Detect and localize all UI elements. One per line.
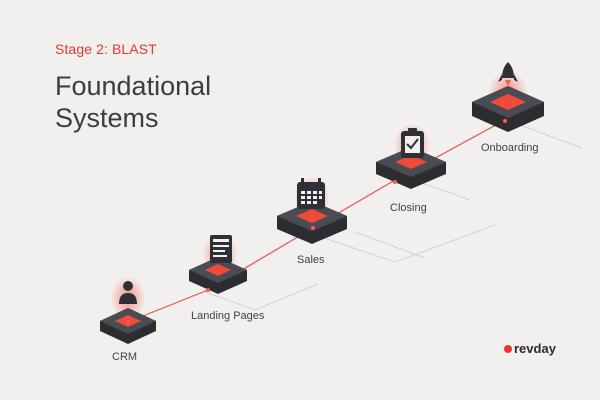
guide-line-3 bbox=[354, 231, 426, 259]
node-closing bbox=[376, 123, 446, 189]
calendar-icon bbox=[297, 178, 325, 209]
stage-label: Stage 2: BLAST bbox=[55, 41, 157, 57]
node-label-closing: Closing bbox=[390, 202, 427, 214]
node-dot bbox=[503, 119, 507, 123]
rocket-icon bbox=[498, 62, 518, 86]
guide-line-5 bbox=[511, 121, 583, 149]
node-dot bbox=[126, 320, 130, 324]
title-line-2: Systems bbox=[55, 103, 159, 133]
node-label-onboarding: Onboarding bbox=[481, 142, 539, 154]
node-landing-pages bbox=[189, 233, 247, 294]
node-label-sales: Sales bbox=[297, 254, 325, 266]
guide-line-1 bbox=[204, 283, 319, 311]
person-icon bbox=[119, 281, 137, 304]
node-label-crm: CRM bbox=[112, 351, 138, 363]
guide-lines bbox=[204, 121, 583, 311]
node-label-landing-pages: Landing Pages bbox=[191, 310, 265, 322]
node-dot bbox=[393, 180, 397, 184]
document-icon bbox=[210, 235, 232, 263]
platform bbox=[277, 201, 347, 244]
node-dot bbox=[206, 288, 210, 292]
title-line-1: Foundational bbox=[55, 71, 212, 101]
brand-name: revday bbox=[514, 341, 556, 356]
page-title: Foundational Systems bbox=[55, 70, 211, 134]
node-onboarding bbox=[472, 62, 544, 132]
platform bbox=[100, 308, 156, 344]
platform bbox=[189, 257, 247, 294]
brand-logo: revday bbox=[504, 341, 556, 356]
brand-dot-icon bbox=[504, 344, 512, 353]
platform bbox=[472, 86, 544, 132]
node-sales bbox=[277, 176, 347, 244]
node-crm bbox=[100, 276, 156, 344]
platform bbox=[376, 147, 446, 189]
node-dot bbox=[311, 226, 315, 230]
checklist-icon bbox=[401, 128, 424, 158]
guide-line-2 bbox=[317, 224, 496, 263]
